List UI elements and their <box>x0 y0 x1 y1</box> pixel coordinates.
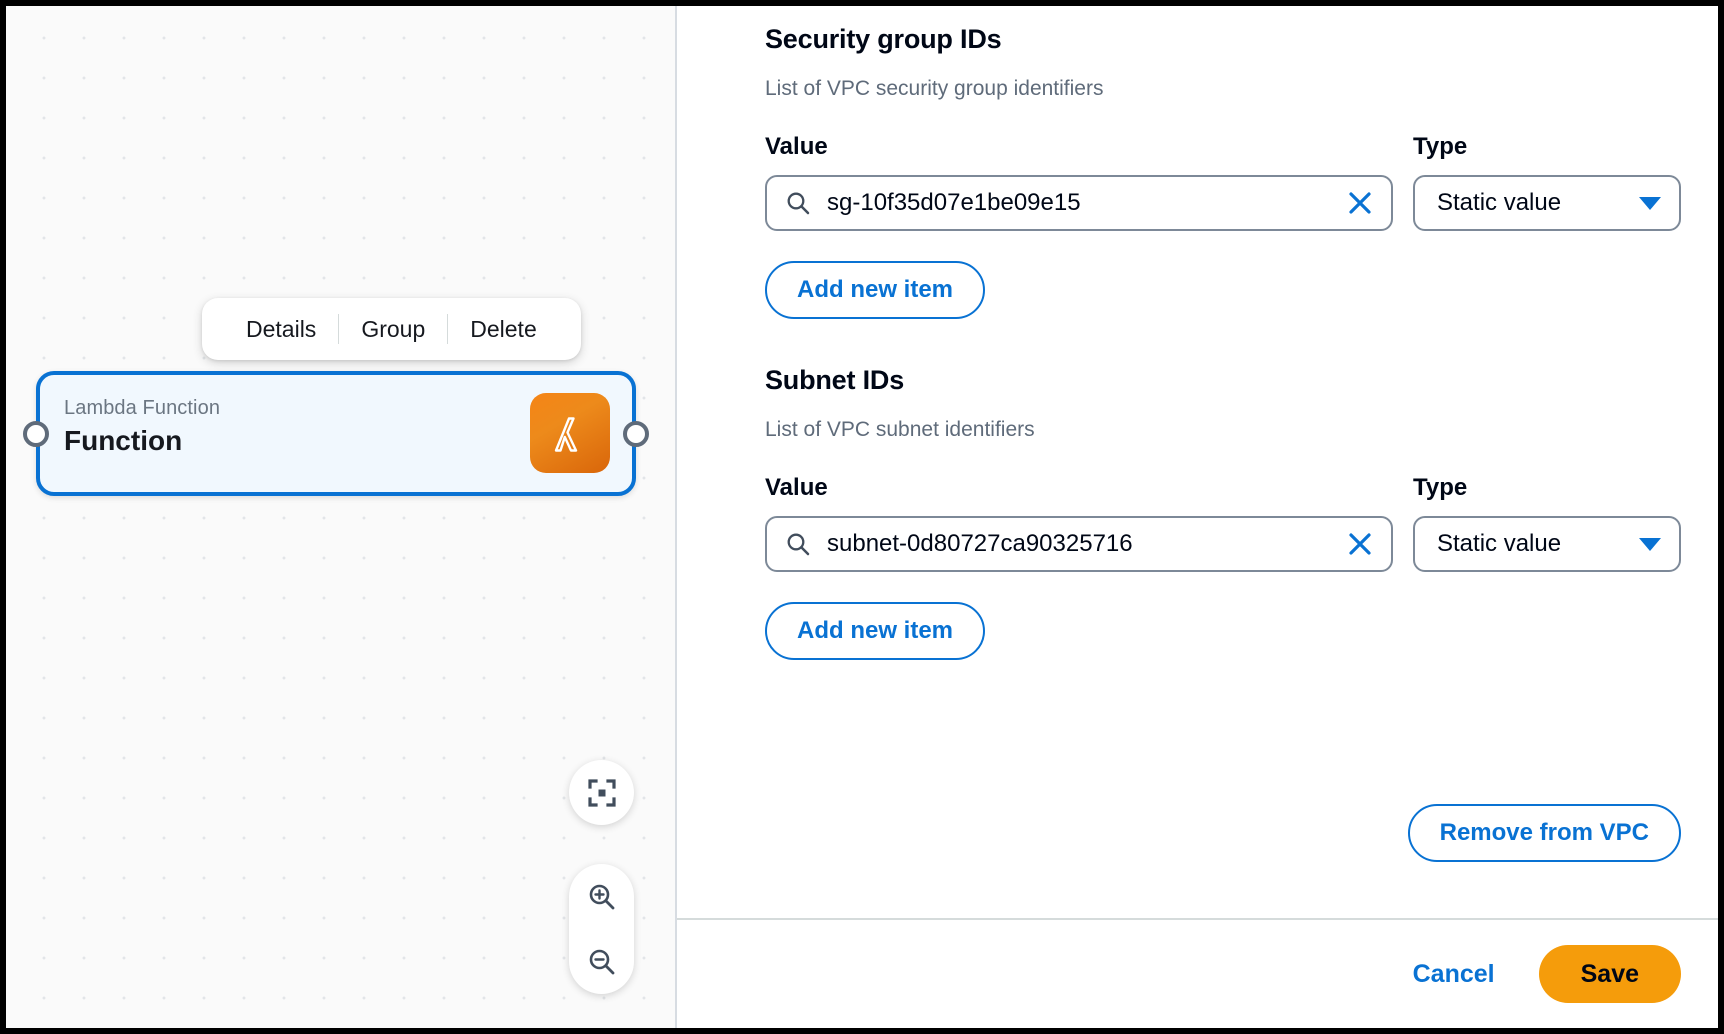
subnet-type-value: Static value <box>1437 530 1562 557</box>
subnet-ids-description: List of VPC subnet identifiers <box>765 418 1035 441</box>
node-input-handle[interactable] <box>23 420 49 447</box>
subnet-value-input[interactable] <box>811 530 1343 558</box>
security-group-ids-description: List of VPC security group identifiers <box>765 77 1104 100</box>
security-group-value-input[interactable] <box>811 189 1343 217</box>
fit-to-screen-button[interactable] <box>569 760 634 825</box>
subnet-type-select[interactable]: Static value <box>1413 516 1681 572</box>
zoom-out-icon <box>589 949 614 974</box>
vpc-configuration-screen: Details Group Delete Lambda Function Fun… <box>6 6 1718 1028</box>
subnet-ids-heading: Subnet IDs <box>765 365 905 395</box>
security-group-value-input-wrapper[interactable] <box>765 175 1393 231</box>
subnet-type-label: Type <box>1413 474 1468 501</box>
add-new-item-button-security-group[interactable]: Add new item <box>765 261 986 319</box>
zoom-in-icon <box>589 884 614 909</box>
menu-divider <box>338 314 340 344</box>
menu-divider <box>447 314 449 344</box>
subnet-value-row: Value <box>765 474 1681 572</box>
aws-lambda-icon <box>530 393 610 473</box>
security-group-type-select[interactable]: Static value <box>1413 175 1681 231</box>
menu-item-details[interactable]: Details <box>246 315 317 342</box>
remove-from-vpc-row: Remove from VPC <box>1407 804 1681 862</box>
security-group-type-label: Type <box>1413 133 1468 160</box>
panel-footer: Cancel Save <box>677 918 1718 1028</box>
zoom-controls <box>569 864 634 994</box>
lambda-function-node[interactable]: Lambda Function Function <box>23 371 649 496</box>
clear-icon[interactable] <box>1343 186 1377 220</box>
chevron-down-icon <box>1639 537 1661 551</box>
workflow-canvas[interactable]: Details Group Delete Lambda Function Fun… <box>6 6 677 1028</box>
zoom-in-button[interactable] <box>577 868 627 926</box>
vpc-settings-panel: Security group IDs List of VPC security … <box>677 6 1718 1028</box>
clear-icon[interactable] <box>1343 527 1377 561</box>
node-type-label: Lambda Function <box>64 397 221 419</box>
fit-to-screen-icon <box>587 778 616 807</box>
security-group-type-value: Static value <box>1437 189 1562 216</box>
panel-body: Security group IDs List of VPC security … <box>677 6 1718 918</box>
node-title: Function <box>64 425 183 456</box>
subnet-value-label: Value <box>765 474 828 501</box>
security-group-ids-heading: Security group IDs <box>765 24 1002 54</box>
cancel-button[interactable]: Cancel <box>1412 959 1495 988</box>
search-icon <box>785 190 811 216</box>
security-group-value-label: Value <box>765 133 828 160</box>
node-output-handle[interactable] <box>623 420 649 447</box>
menu-item-delete[interactable]: Delete <box>470 315 537 342</box>
search-icon <box>785 531 811 557</box>
save-button[interactable]: Save <box>1538 945 1681 1003</box>
menu-item-group[interactable]: Group <box>361 315 426 342</box>
subnet-value-input-wrapper[interactable] <box>765 516 1393 572</box>
add-new-item-button-subnet[interactable]: Add new item <box>765 602 986 660</box>
node-context-menu: Details Group Delete <box>202 298 581 360</box>
remove-from-vpc-button[interactable]: Remove from VPC <box>1407 804 1681 862</box>
security-group-value-row: Value <box>765 133 1681 231</box>
chevron-down-icon <box>1639 196 1661 210</box>
zoom-out-button[interactable] <box>577 933 627 991</box>
